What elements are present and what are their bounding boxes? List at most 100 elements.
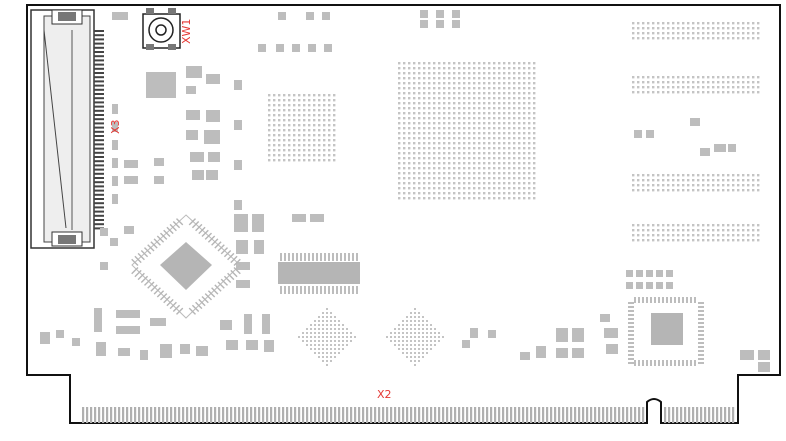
bga-ball <box>410 348 412 350</box>
ic-pin <box>134 269 142 278</box>
edge-finger <box>218 407 221 423</box>
component-pad <box>666 270 673 277</box>
bga-ball <box>418 102 421 105</box>
bga-ball <box>488 62 491 65</box>
bga-ball <box>443 72 446 75</box>
bga-ball <box>682 184 685 187</box>
bga-ball <box>418 97 421 100</box>
bga-ball <box>293 144 296 147</box>
bga-ball <box>403 132 406 135</box>
bga-ball <box>293 139 296 142</box>
bga-ball <box>712 174 715 177</box>
bga-ball <box>503 117 506 120</box>
bga-ball <box>727 184 730 187</box>
bga-ball <box>672 234 675 237</box>
bga-ball <box>488 67 491 70</box>
bga-ball <box>508 197 511 200</box>
bga-ball <box>682 32 685 35</box>
bga-ball <box>398 324 400 326</box>
ic-pin <box>670 360 672 366</box>
bga-ball <box>473 187 476 190</box>
bga-ball <box>443 172 446 175</box>
bga-ball <box>677 174 680 177</box>
bga-ball <box>682 91 685 94</box>
bga-ball <box>278 154 281 157</box>
bga-ball <box>722 86 725 89</box>
bga-ball <box>443 82 446 85</box>
edge-finger <box>278 407 281 423</box>
bga-ball <box>283 99 286 102</box>
ic-pin <box>344 286 346 294</box>
bga-ball <box>647 27 650 30</box>
edge-finger <box>582 407 585 423</box>
bga-ball <box>672 22 675 25</box>
bga-ball <box>314 332 316 334</box>
bga-ball <box>293 134 296 137</box>
bga-ball <box>647 189 650 192</box>
label-xw1: XW1 <box>180 19 193 44</box>
bga-ball <box>647 76 650 79</box>
bga-ball <box>742 239 745 242</box>
ic-pin <box>316 286 318 294</box>
bga-ball <box>458 157 461 160</box>
ic-pin <box>150 241 158 249</box>
bga-ball <box>747 224 750 227</box>
bga-ball <box>422 344 424 346</box>
component-pad <box>636 270 643 277</box>
connector-pin <box>94 177 104 179</box>
bga-ball <box>310 328 312 330</box>
bga-ball <box>448 167 451 170</box>
bga-ball <box>423 187 426 190</box>
component-pad <box>234 80 242 90</box>
ic-pin <box>176 307 184 315</box>
bga-ball <box>697 184 700 187</box>
bga-ball <box>533 137 536 140</box>
bga-ball <box>278 119 281 122</box>
bga-ball <box>742 37 745 40</box>
component-pad <box>236 262 250 270</box>
bga-ball <box>448 82 451 85</box>
bga-ball <box>632 234 635 237</box>
bga-ball <box>508 167 511 170</box>
bga-ball <box>428 67 431 70</box>
bga-ball <box>717 174 720 177</box>
component-pad <box>94 308 102 332</box>
bga-ball <box>687 37 690 40</box>
bga-ball <box>308 134 311 137</box>
bga-ball <box>410 340 412 342</box>
bga-ball <box>473 77 476 80</box>
bga-ball <box>448 152 451 155</box>
bga-ball <box>273 129 276 132</box>
bga-ball <box>314 324 316 326</box>
bga-ball <box>413 182 416 185</box>
connector-pin <box>94 126 104 129</box>
ic-pin <box>698 362 704 364</box>
bga-ball <box>677 184 680 187</box>
bga-ball <box>390 332 392 334</box>
bga-ball <box>408 67 411 70</box>
bga-ball <box>677 91 680 94</box>
bga-ball <box>410 320 412 322</box>
bga-ball <box>443 102 446 105</box>
bga-ball <box>398 328 400 330</box>
bga-ball <box>468 72 471 75</box>
bga-ball <box>523 162 526 165</box>
bga-ball <box>334 316 336 318</box>
bga-ball <box>458 187 461 190</box>
edge-finger <box>696 407 699 423</box>
bga-ball <box>403 182 406 185</box>
bga-ball <box>672 81 675 84</box>
bga-ball <box>408 97 411 100</box>
bga-ball <box>408 187 411 190</box>
bga-ball <box>453 157 456 160</box>
bga-ball <box>463 67 466 70</box>
bga-ball <box>637 32 640 35</box>
component-pad <box>112 140 118 150</box>
bga-ball <box>652 37 655 40</box>
ic-pin <box>160 293 168 301</box>
bga-ball <box>483 127 486 130</box>
bga-ball <box>288 149 291 152</box>
bga-ball <box>413 127 416 130</box>
bga-ball <box>350 332 352 334</box>
edge-finger <box>708 407 711 423</box>
